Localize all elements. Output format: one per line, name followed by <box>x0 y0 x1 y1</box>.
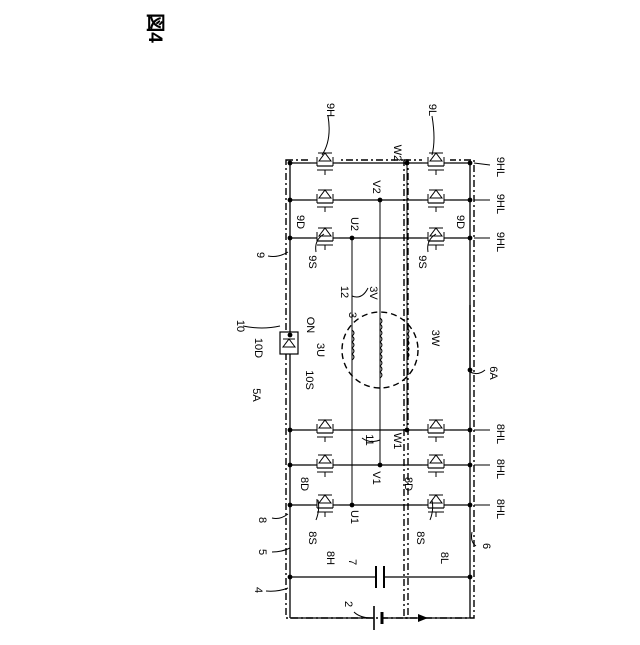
junction-dot <box>350 503 355 508</box>
ref-label-u2: U2 <box>348 217 360 231</box>
ref-label-5: 5 <box>256 549 268 555</box>
leader-5 <box>272 548 290 552</box>
ref-label-6: 6 <box>480 543 492 549</box>
junction-dot <box>288 428 293 433</box>
junction-dot <box>468 368 473 373</box>
switching-element-low-u1 <box>422 492 450 518</box>
leader-9h <box>322 116 329 155</box>
leader-9hl-a <box>474 163 490 165</box>
switching-element-high-w2 <box>311 150 339 176</box>
capacitor-7 <box>376 566 384 588</box>
ref-label-3w: 3W <box>429 330 441 347</box>
junction-dot <box>468 198 473 203</box>
junction-dot <box>288 463 293 468</box>
junction-dot <box>468 236 473 241</box>
ref-label-9h: 9H <box>324 103 336 117</box>
ref-label-w2: W2 <box>391 145 403 162</box>
junction-dot <box>288 575 293 580</box>
switching-element-high-v1 <box>311 452 339 478</box>
ref-label-8h: 8H <box>324 551 336 565</box>
ref-label-10d: 10D <box>252 338 264 358</box>
ref-label-3u: 3U <box>314 343 326 357</box>
leader-6 <box>472 532 477 546</box>
junction-dot <box>468 575 473 580</box>
leader-10 <box>243 326 280 328</box>
ref-label-8hl-b: 8HL <box>494 459 506 479</box>
ref-label-4: 4 <box>252 587 264 593</box>
ref-label-9hl-b: 9HL <box>494 194 506 214</box>
ref-label-8hl-a: 8HL <box>494 424 506 444</box>
ref-label-on: ON <box>304 317 316 334</box>
ref-label-w1: W1 <box>391 433 403 450</box>
ref-label-8hl-c: 8HL <box>494 499 506 519</box>
junction-dot <box>468 428 473 433</box>
switching-element-low-w1 <box>422 417 450 443</box>
ref-label-9l: 9L <box>426 104 438 116</box>
leader-4 <box>266 588 288 591</box>
ref-label-9d-b: 9D <box>454 215 466 229</box>
junction-dot <box>405 428 410 433</box>
switching-element-low-u2 <box>422 225 450 251</box>
ref-label-8s-a: 8S <box>306 531 318 544</box>
junction-dot <box>468 503 473 508</box>
ref-label-10s: 10S <box>303 370 315 390</box>
ref-label-10: 10 <box>234 320 246 332</box>
leader-9 <box>268 252 288 257</box>
current-arrow-icon <box>418 614 428 622</box>
leader-lines <box>243 116 490 618</box>
ref-label-6a: 6A <box>487 366 499 380</box>
ref-label-9d-a: 9D <box>294 215 306 229</box>
reference-labels: 9H 9L W2V2U2 9HL 9HL 9HL 9D 9D 9S 9S 9 12 3V 3 10 10D ON… <box>234 103 506 607</box>
junction-dot <box>468 161 473 166</box>
leader-12 <box>352 288 368 297</box>
leader-2 <box>354 612 372 618</box>
ref-label-2: 2 <box>342 601 354 607</box>
junction-dot <box>378 198 383 203</box>
junction-dot <box>288 503 293 508</box>
ref-label-8s-b: 8S <box>414 531 426 544</box>
ref-label-9hl-a: 9HL <box>494 157 506 177</box>
junction-dot <box>378 463 383 468</box>
junction-dot <box>468 463 473 468</box>
ref-label-12: 12 <box>338 286 350 298</box>
ref-label-8: 8 <box>256 517 268 523</box>
ref-label-9hl-c: 9HL <box>494 232 506 252</box>
figure-title: 図4 <box>144 13 166 43</box>
ref-label-9s-b: 9S <box>416 255 428 268</box>
ref-label-7: 7 <box>346 559 358 565</box>
ref-label-3v: 3V <box>367 286 379 300</box>
ref-label-8d-b: 8D <box>402 477 414 491</box>
ref-label-8d-a: 8D <box>298 477 310 491</box>
ref-label-9s-a: 9S <box>306 255 318 268</box>
switching-element-high-w1 <box>311 417 339 443</box>
ref-label-9: 9 <box>254 252 266 258</box>
switching-element-low-w2 <box>422 150 450 176</box>
switching-element-low-v1 <box>422 452 450 478</box>
switching-element-high-v2 <box>311 187 339 213</box>
ref-label-v1: V1 <box>370 471 382 484</box>
ref-label-5a: 5A <box>250 388 262 402</box>
junction-dot <box>288 333 293 338</box>
ref-label-v2: V2 <box>370 180 382 193</box>
ref-label-3: 3 <box>346 312 358 318</box>
ref-label-8l: 8L <box>438 552 450 564</box>
ref-label-u1: U1 <box>348 510 360 524</box>
switching-element-high-u1 <box>311 492 339 518</box>
ref-label-11: 11 <box>363 434 375 445</box>
switching-element-low-v2 <box>422 187 450 213</box>
junction-dot <box>288 198 293 203</box>
junction-dot <box>350 236 355 241</box>
junction-dot <box>405 161 410 166</box>
junction-dot <box>288 236 293 241</box>
junction-dot <box>288 161 293 166</box>
leader-9l <box>432 116 434 155</box>
